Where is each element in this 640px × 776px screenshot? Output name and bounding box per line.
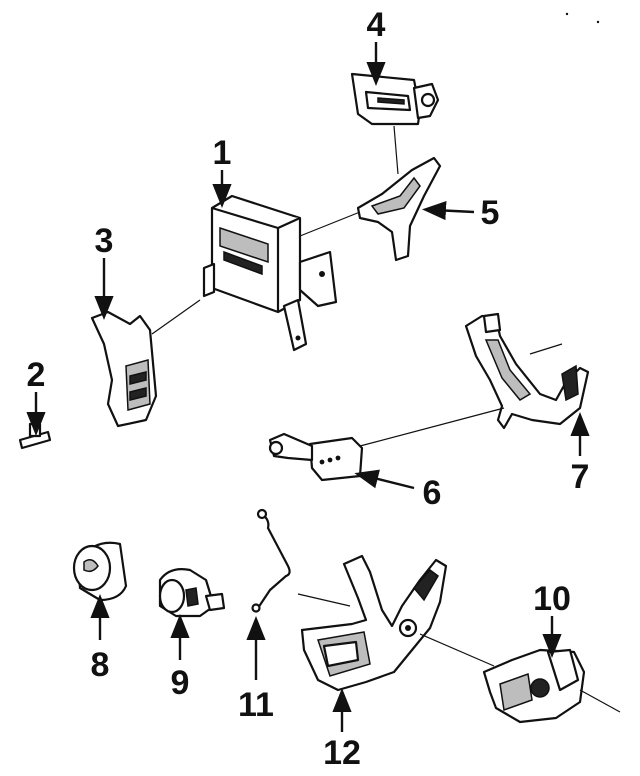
part-5-lever (356, 156, 442, 262)
leader-12-10 (419, 633, 495, 667)
part-12-bracket (300, 554, 448, 692)
speck (596, 20, 600, 24)
leader-1-5 (299, 211, 361, 237)
part-11-wire (251, 508, 291, 613)
callout-5: 5 (481, 194, 500, 232)
part-1-module (202, 194, 338, 352)
leader-6-7 (359, 407, 505, 447)
callout-3: 3 (95, 222, 114, 260)
leader-3-1 (151, 299, 201, 335)
callout-12: 12 (323, 734, 361, 772)
part-4-switch (350, 72, 440, 126)
part-6-switch-block (268, 432, 364, 482)
leader-11-12 (297, 593, 351, 607)
part-9-actuator (158, 568, 226, 618)
callout-9: 9 (171, 664, 190, 702)
callout-4: 4 (367, 6, 386, 44)
part-7-guide (464, 312, 590, 430)
part-8-bushing (72, 541, 128, 602)
leader-10 (579, 689, 621, 713)
arrow-5 (422, 201, 475, 221)
callout-11: 11 (238, 686, 274, 724)
callout-2: 2 (27, 356, 46, 394)
callout-1: 1 (213, 134, 232, 172)
callout-8: 8 (91, 646, 110, 684)
callout-6: 6 (423, 474, 442, 512)
leader-4-5 (393, 125, 399, 175)
speck (565, 12, 569, 16)
part-10-block (482, 648, 586, 724)
arrow-6 (354, 469, 415, 490)
part-2-clip (18, 422, 52, 450)
callout-10: 10 (533, 580, 571, 618)
leader-7 (529, 343, 563, 355)
part-3-bracket (90, 310, 158, 428)
callout-7: 7 (571, 458, 590, 496)
